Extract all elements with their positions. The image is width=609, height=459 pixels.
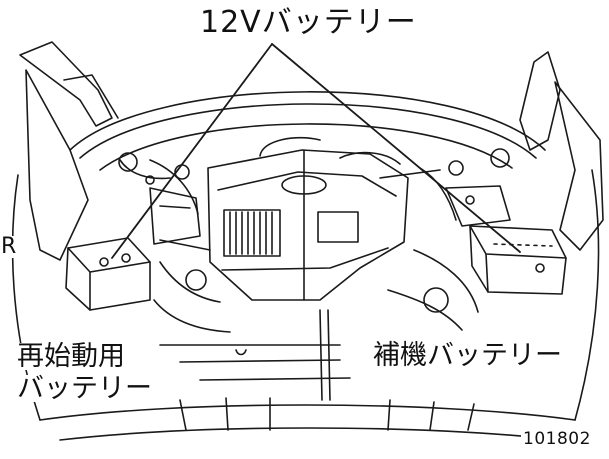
figure-number: 101802 bbox=[521, 429, 593, 449]
hood-outline bbox=[69, 91, 546, 171]
label-restart-line1: 再始動用 bbox=[14, 343, 128, 370]
left-battery bbox=[65, 237, 151, 311]
vent-grille bbox=[223, 209, 359, 257]
label-restart-line2: バッテリー bbox=[14, 375, 155, 402]
engine-components bbox=[118, 136, 511, 333]
right-battery bbox=[469, 225, 567, 295]
right-hood-strut bbox=[519, 51, 604, 251]
leader-lines bbox=[111, 43, 521, 259]
label-12v-battery: 12Vバッテリー bbox=[196, 8, 421, 38]
front-bumper bbox=[39, 309, 576, 441]
engine-cover bbox=[207, 149, 409, 301]
label-aux-battery: 補機バッテリー bbox=[370, 342, 565, 369]
left-hood-strut bbox=[19, 41, 119, 261]
label-side-letter: R bbox=[0, 234, 18, 259]
